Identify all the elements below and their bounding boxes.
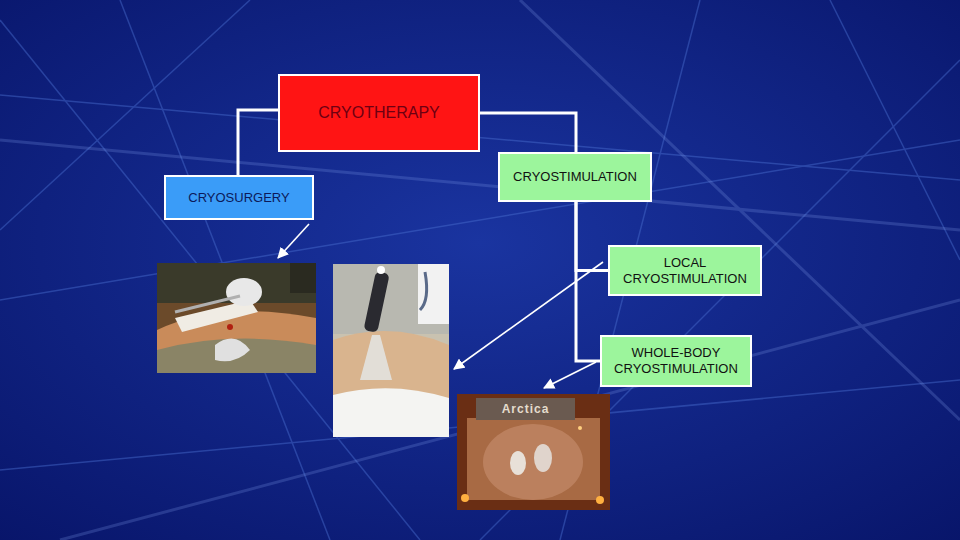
box-label: CRYOSTIMULATION bbox=[513, 169, 637, 185]
tree-connector bbox=[238, 110, 278, 175]
box-label: LOCAL CRYOSTIMULATION bbox=[616, 255, 754, 286]
chamber-photo bbox=[457, 394, 610, 510]
branch-box: CRYOSTIMULATION bbox=[498, 152, 652, 202]
tree-connector bbox=[480, 113, 576, 152]
local-cryo-photo bbox=[333, 264, 449, 437]
surgery-photo bbox=[157, 263, 316, 373]
leaf-box: WHOLE-BODY CRYOSTIMULATION bbox=[600, 335, 752, 387]
box-label: CRYOTHERAPY bbox=[318, 103, 440, 122]
box-label: CRYOSURGERY bbox=[188, 190, 289, 206]
leaf-box: LOCAL CRYOSTIMULATION bbox=[608, 245, 762, 296]
root-box: CRYOTHERAPY bbox=[278, 74, 480, 152]
tree-connector bbox=[576, 202, 608, 271]
branch-box: CRYOSURGERY bbox=[164, 175, 314, 220]
leader-arrows bbox=[278, 224, 603, 388]
sign-text: Arctica bbox=[476, 398, 575, 420]
tree-connector bbox=[576, 202, 600, 361]
box-label: WHOLE-BODY CRYOSTIMULATION bbox=[608, 345, 744, 376]
